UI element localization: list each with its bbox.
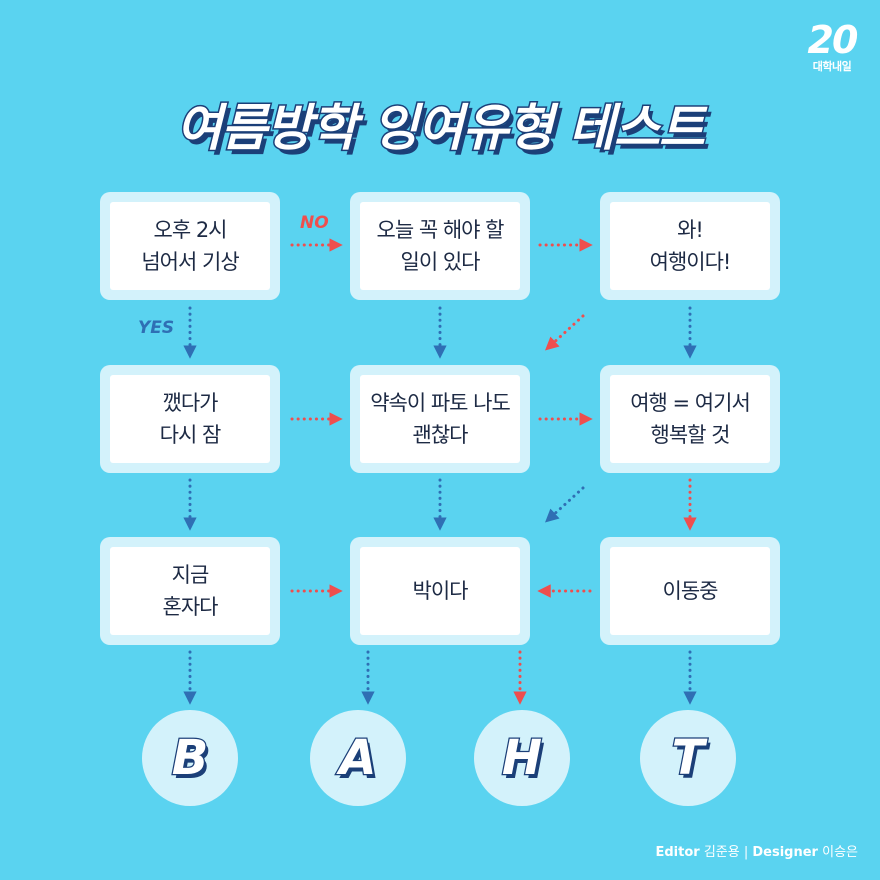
credits: Editor 김준용 | Designer 이승은 xyxy=(655,841,858,860)
node-plans-cancelled-text: 약속이 파토 나도 괜찮다 xyxy=(360,375,520,463)
designer-name: 이승은 xyxy=(822,845,858,860)
brand-number: 20 xyxy=(807,18,859,62)
arrow-travel-diag-to-cancelled xyxy=(545,314,585,351)
node-something-todo: 오늘 꼭 해야 할 일이 있다 xyxy=(350,192,530,300)
node-woke-slept-again: 깼다가 다시 잠 xyxy=(100,365,280,473)
result-h: H xyxy=(474,710,570,806)
node-on-the-move-text: 이동중 xyxy=(610,547,770,635)
result-h-letter: H xyxy=(501,729,544,788)
editor-label: Editor xyxy=(655,845,700,860)
node-alone-now: 지금 혼자다 xyxy=(100,537,280,645)
result-t: T xyxy=(640,710,736,806)
node-on-the-move: 이동중 xyxy=(600,537,780,645)
node-plans-cancelled: 약속이 파토 나도 괜찮다 xyxy=(350,365,530,473)
result-b-letter: B xyxy=(170,729,209,788)
node-wake-2pm: 오후 2시 넘어서 기상 xyxy=(100,192,280,300)
arrow-happy-diag-to-homebody xyxy=(545,486,585,523)
credits-separator: | xyxy=(743,845,749,860)
node-travel-yay-text: 와! 여행이다! xyxy=(610,202,770,290)
result-b: B xyxy=(142,710,238,806)
label-yes: YES xyxy=(138,318,175,338)
node-something-todo-text: 오늘 꼭 해야 할 일이 있다 xyxy=(360,202,520,290)
node-travel-yay: 와! 여행이다! xyxy=(600,192,780,300)
node-travel-happy-here: 여행 = 여기서 행복할 것 xyxy=(600,365,780,473)
designer-label: Designer xyxy=(752,845,818,860)
node-homebody-text: 박이다 xyxy=(360,547,520,635)
result-a: A xyxy=(310,710,406,806)
result-a-letter: A xyxy=(338,729,378,788)
node-wake-2pm-text: 오후 2시 넘어서 기상 xyxy=(110,202,270,290)
brand-subtitle: 대학내일 xyxy=(812,60,852,73)
node-homebody: 박이다 xyxy=(350,537,530,645)
brand-logo: 20 대학내일 xyxy=(804,20,860,74)
node-travel-happy-here-text: 여행 = 여기서 행복할 것 xyxy=(610,375,770,463)
node-alone-now-text: 지금 혼자다 xyxy=(110,547,270,635)
node-woke-slept-again-text: 깼다가 다시 잠 xyxy=(110,375,270,463)
label-no: NO xyxy=(300,213,329,233)
editor-name: 김준용 xyxy=(703,845,740,860)
page-title: 여름방학 잉여유형 테스트 xyxy=(175,98,707,159)
result-t-letter: T xyxy=(670,729,705,788)
